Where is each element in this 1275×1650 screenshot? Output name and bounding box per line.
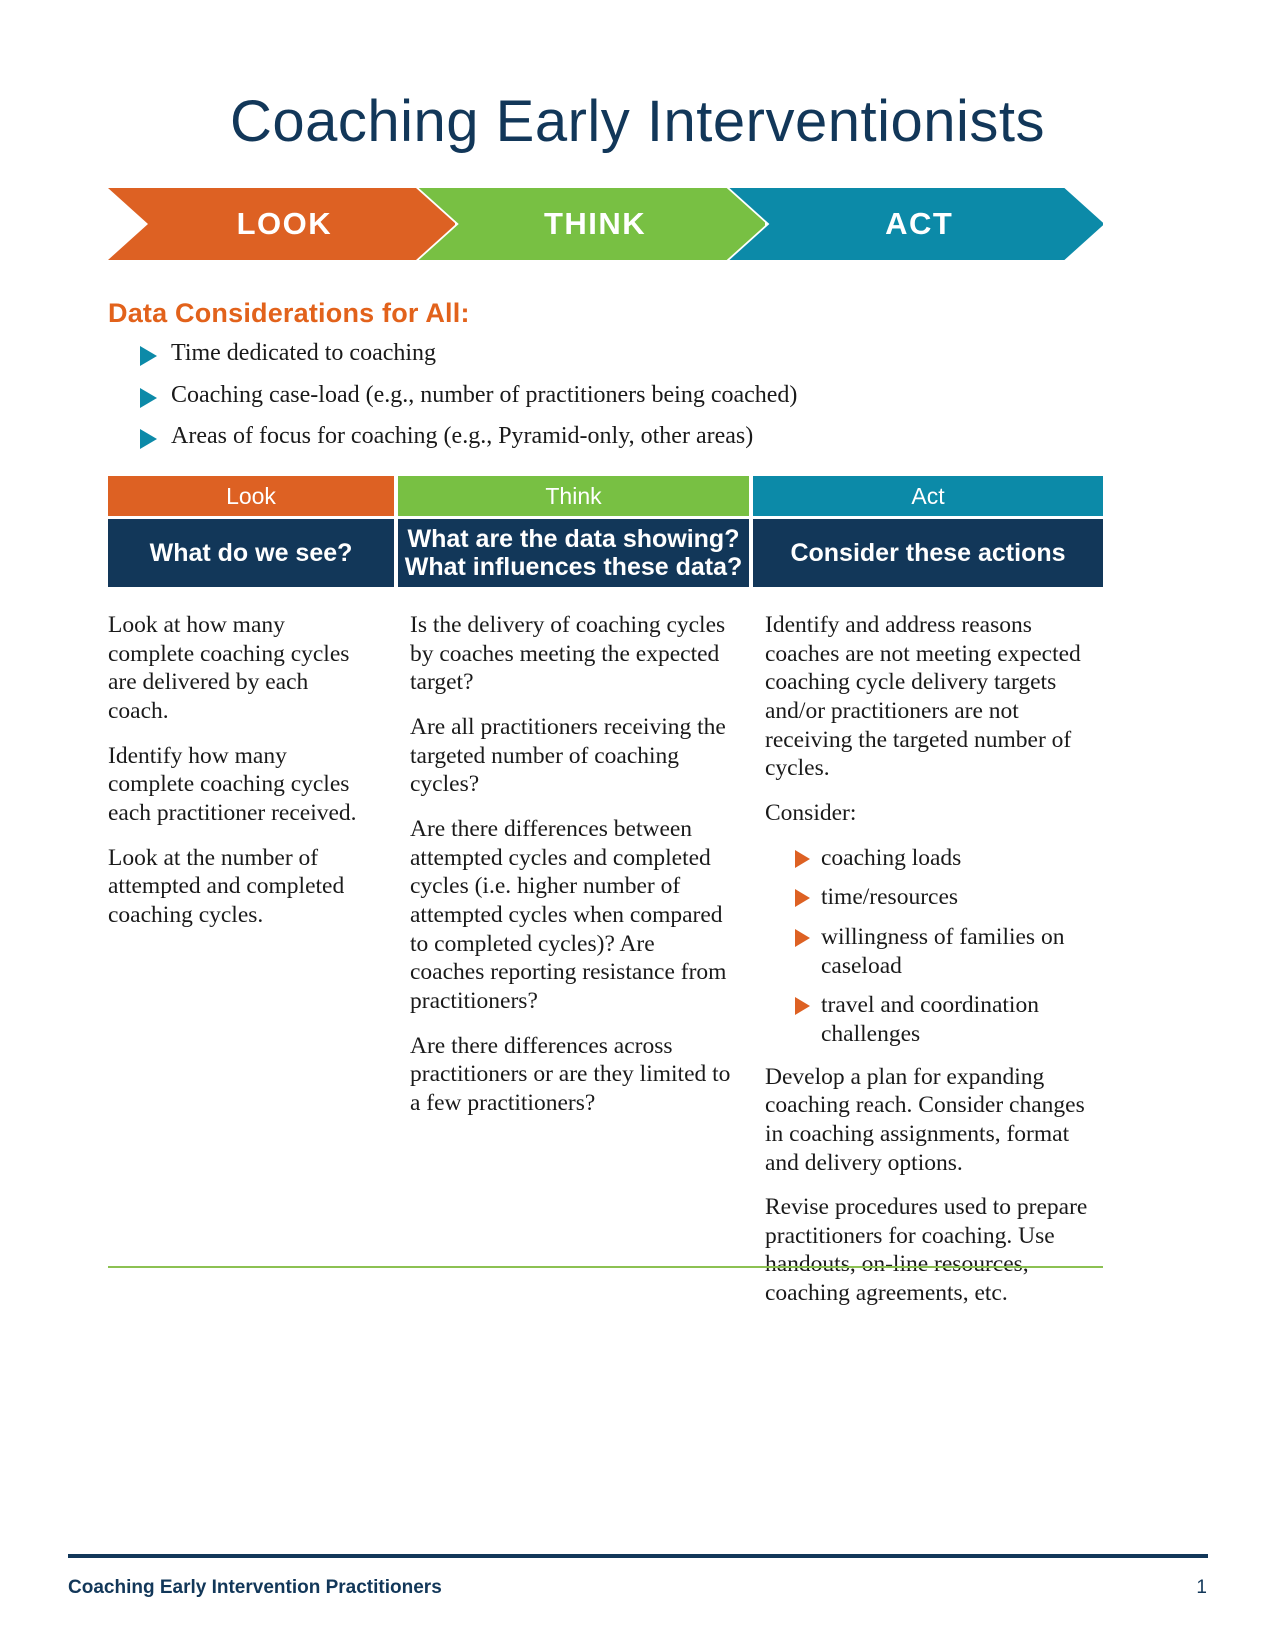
consider-label: Consider: (765, 799, 857, 826)
list-item-label: willingness of families on caseload (821, 923, 1065, 979)
table-column-think: Is the delivery of coaching cycles by co… (394, 611, 749, 1324)
table-header-think: Think (398, 476, 749, 516)
chevron-step-look: LOOK (108, 188, 455, 260)
paragraph: Look at the number of attempted and comp… (108, 844, 345, 928)
table-subheader-think-line1: What are the data showing? (407, 525, 740, 553)
paragraph: Revise procedures used to prepare practi… (765, 1194, 1088, 1307)
data-considerations-list: Time dedicated to coaching Coaching case… (140, 340, 1040, 465)
table-subheader-think-line2: What influences these data? (404, 553, 743, 581)
paragraph: Are there differences across practitione… (410, 1032, 731, 1116)
list-item: travel and coordination challenges (795, 991, 1103, 1048)
table-column-act: Identify and address reasons coaches are… (749, 611, 1103, 1324)
list-item-label: time/resources (821, 884, 959, 911)
triangle-arrow-icon (140, 429, 157, 450)
table-header-think-label: Think (545, 482, 602, 509)
chevron-step-act-label: ACT (885, 206, 954, 241)
table-header-row-secondary: What do we see? What are the data showin… (108, 519, 1103, 587)
table-body: Look at how many complete coaching cycle… (108, 611, 1103, 1324)
data-considerations-heading: Data Considerations for All: (108, 298, 470, 328)
table-header-act-label: Act (911, 482, 945, 509)
table-subheader-act: Consider these actions (753, 519, 1103, 587)
table-column-look: Look at how many complete coaching cycle… (108, 611, 394, 1324)
chevron-step-think: THINK (418, 188, 766, 260)
table-header-look-label: Look (226, 482, 276, 509)
list-item: time/resources (795, 883, 1103, 912)
list-item: willingness of families on caseload (795, 923, 1103, 980)
table-header-look: Look (108, 476, 394, 516)
table-header-act: Act (753, 476, 1103, 516)
list-item-label: Areas of focus for coaching (e.g., Pyram… (171, 423, 754, 450)
paragraph: Is the delivery of coaching cycles by co… (410, 612, 726, 696)
chevron-step-look-label: LOOK (236, 206, 333, 241)
paragraph: Develop a plan for expanding coaching re… (765, 1063, 1085, 1176)
paragraph: Are all practitioners receiving the targ… (410, 713, 726, 798)
list-item-label: Coaching case-load (e.g., number of prac… (171, 381, 798, 408)
act-bullet-list: coaching loads time/resources willingnes… (765, 844, 1103, 1049)
paragraph: Look at how many complete coaching cycle… (108, 612, 350, 724)
triangle-arrow-icon (795, 849, 810, 868)
list-item-label: coaching loads (821, 844, 962, 871)
list-item: Areas of focus for coaching (e.g., Pyram… (140, 423, 1040, 451)
chevron-step-think-label: THINK (543, 206, 647, 241)
table-subheader-look: What do we see? (108, 519, 394, 587)
footer-title: Coaching Early Intervention Practitioner… (68, 1577, 442, 1598)
paragraph: Identify and address reasons coaches are… (765, 612, 1081, 782)
triangle-arrow-icon (140, 387, 157, 408)
page-title: Coaching Early Interventionists (229, 89, 1045, 154)
table-subheader-act-label: Consider these actions (790, 539, 1066, 567)
footer-page-number: 1 (1196, 1577, 1207, 1598)
triangle-arrow-icon (140, 346, 157, 366)
chevron-step-act: ACT (729, 188, 1103, 260)
list-item-label: travel and coordination challenges (821, 992, 1039, 1047)
list-item: Time dedicated to coaching (140, 340, 1040, 368)
list-item: Coaching case-load (e.g., number of prac… (140, 382, 1040, 410)
look-think-act-table: Look Think Act What do we see? What are … (108, 476, 1103, 1324)
triangle-arrow-icon (795, 889, 810, 908)
paragraph: Are there differences between attempted … (410, 815, 727, 1014)
paragraph: Identify how many complete coaching cycl… (108, 742, 357, 826)
process-banner: LOOK THINK ACT (108, 188, 1103, 260)
section-divider (108, 1266, 1103, 1268)
list-item-label: Time dedicated to coaching (171, 340, 437, 366)
table-header-row-primary: Look Think Act (108, 476, 1103, 516)
list-item: coaching loads (795, 844, 1103, 873)
footer-divider (68, 1554, 1208, 1558)
triangle-arrow-icon (795, 928, 810, 947)
triangle-arrow-icon (795, 997, 810, 1016)
table-subheader-look-label: What do we see? (149, 539, 353, 567)
table-subheader-think: What are the data showing? What influenc… (398, 519, 749, 587)
